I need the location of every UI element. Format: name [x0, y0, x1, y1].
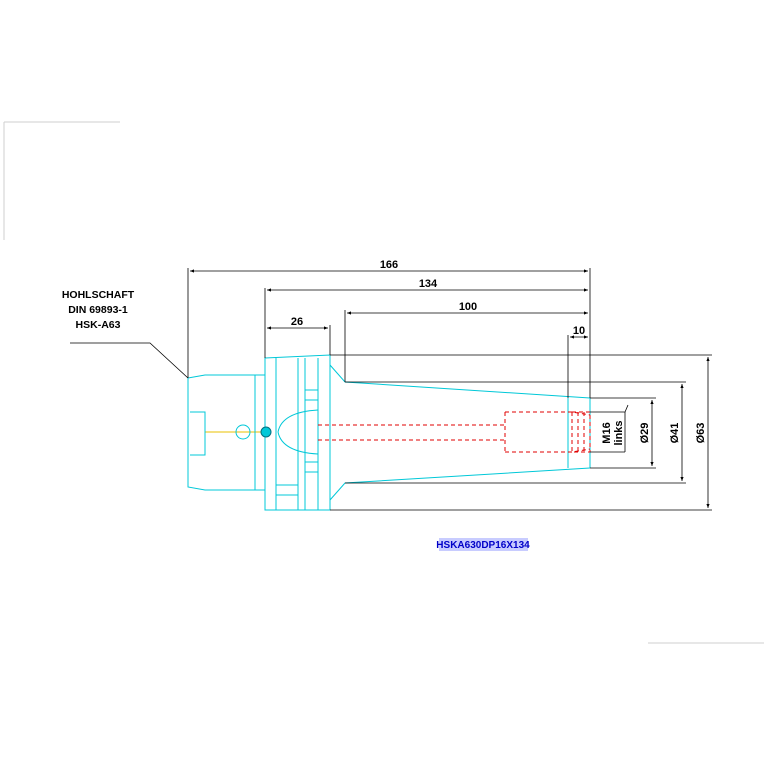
- dim-flange-length: 26: [291, 316, 303, 328]
- part-number-highlight: [439, 538, 528, 551]
- dim-overall-length: 166: [380, 259, 398, 271]
- sheet-frame: [3, 121, 764, 644]
- label-line-3: HSK-A63: [76, 319, 121, 331]
- label-line-1: HOHLSCHAFT: [62, 289, 135, 301]
- dimension-lines: [187, 268, 712, 511]
- dim-thread-direction: links: [613, 420, 625, 445]
- label-line-2: DIN 69893-1: [68, 304, 128, 316]
- tool-outline: [187, 354, 591, 511]
- dim-bore-diameter: Ø29: [639, 423, 651, 444]
- center-point: [260, 426, 272, 438]
- dim-thread: M16: [601, 422, 613, 443]
- label-leader: [70, 342, 189, 379]
- dim-body-length: 134: [419, 278, 438, 290]
- hidden-bore: [318, 411, 591, 453]
- dim-bore-end: 10: [573, 325, 585, 337]
- dim-flange-diameter: Ø63: [695, 423, 707, 444]
- dim-taper-length: 100: [459, 301, 477, 313]
- part-number: HSKA630DP16X134: [436, 540, 530, 551]
- dim-nose-diameter: Ø41: [669, 423, 681, 444]
